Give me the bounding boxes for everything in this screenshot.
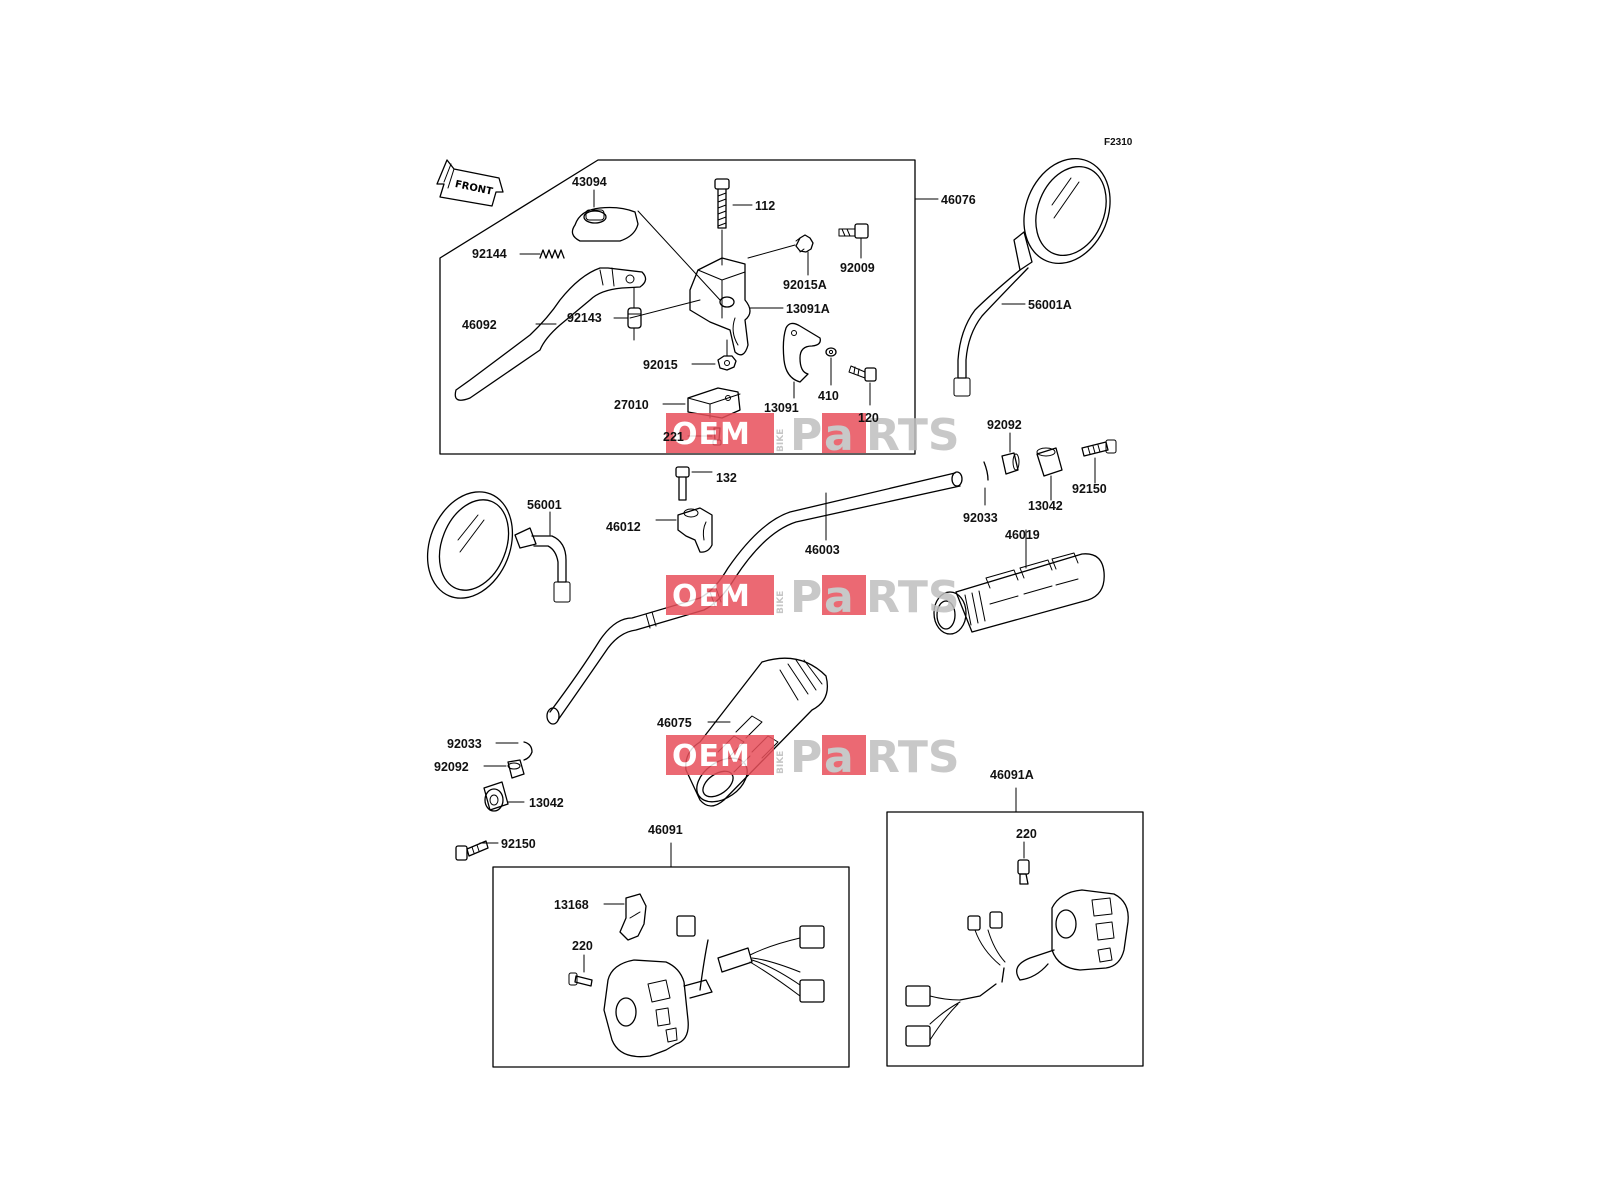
- screw-220-right: [1017, 859, 1030, 885]
- svg-text:RTS: RTS: [866, 410, 960, 461]
- front-label: FRONT: [454, 179, 494, 198]
- washer-410: [825, 347, 837, 357]
- screw-92009: [838, 223, 869, 239]
- weight-13042-left: [483, 781, 509, 812]
- right-handlebar-switch-46091a: [905, 889, 1129, 1047]
- label-43094: 43094: [572, 175, 607, 189]
- label-46091a: 46091A: [990, 768, 1034, 782]
- label-410: 410: [818, 389, 839, 403]
- label-92015a: 92015A: [783, 278, 827, 292]
- label-46019: 46019: [1005, 528, 1040, 542]
- svg-text:BIKE: BIKE: [776, 591, 786, 614]
- left-handlebar-switch-46091: [603, 915, 825, 1058]
- watermark-logo-1: OEM BIKE P a RTS: [666, 410, 960, 461]
- label-221: 221: [663, 430, 684, 444]
- right-mirror-56001a: [953, 157, 1111, 397]
- screw-220-left: [568, 972, 593, 987]
- label-92033-right: 92033: [963, 511, 998, 525]
- label-92144: 92144: [472, 247, 507, 261]
- label-46012: 46012: [606, 520, 641, 534]
- label-92015: 92015: [643, 358, 678, 372]
- svg-text:BIKE: BIKE: [776, 429, 786, 452]
- label-132: 132: [716, 471, 737, 485]
- clamp-13091: [782, 322, 821, 383]
- svg-text:RTS: RTS: [866, 572, 960, 623]
- right-switch-box: [886, 811, 1144, 1067]
- label-56001a: 56001A: [1028, 298, 1072, 312]
- label-220-right: 220: [1016, 827, 1037, 841]
- adjuster-92015a: [795, 234, 814, 253]
- label-92092-left: 92092: [434, 760, 469, 774]
- collar-92092-left: [507, 759, 525, 779]
- label-92150-left: 92150: [501, 837, 536, 851]
- label-13091a: 13091A: [786, 302, 830, 316]
- nut-92015: [717, 355, 737, 371]
- circlip-92033-right: [983, 461, 989, 481]
- bar-holder-46012: [677, 507, 713, 553]
- spring-92144: [519, 249, 565, 259]
- svg-text:RTS: RTS: [866, 732, 960, 783]
- label-56001: 56001: [527, 498, 562, 512]
- label-13168: 13168: [554, 898, 589, 912]
- label-13091: 13091: [764, 401, 799, 415]
- svg-text:OEM: OEM: [672, 417, 751, 452]
- watermark-logo-3: OEM BIKE P a RTS: [666, 732, 960, 783]
- right-grip-46019: [933, 552, 1105, 635]
- svg-text:P: P: [790, 410, 822, 461]
- lever-bracket-13091a: [689, 257, 751, 356]
- screw-92150-right: [1081, 439, 1117, 457]
- label-27010: 27010: [614, 398, 649, 412]
- label-112: 112: [755, 199, 775, 213]
- svg-text:P: P: [790, 572, 822, 623]
- svg-text:a: a: [824, 410, 854, 461]
- front-arrow-icon: FRONT: [436, 159, 504, 207]
- clutch-switch-27010: [687, 387, 741, 419]
- label-92143: 92143: [567, 311, 602, 325]
- label-46092: 46092: [462, 318, 497, 332]
- collar-92092-right: [1001, 452, 1020, 475]
- label-46091: 46091: [648, 823, 683, 837]
- watermark-logo-2: OEM BIKE P a RTS: [666, 572, 960, 623]
- label-220-left: 220: [572, 939, 593, 953]
- label-120: 120: [858, 411, 879, 425]
- svg-text:BIKE: BIKE: [776, 751, 786, 774]
- clamp-13168: [619, 893, 647, 941]
- lever-assembly-box: [439, 159, 916, 455]
- diagram-code: F2310: [1104, 137, 1133, 148]
- clutch-lever-46092: [454, 267, 647, 401]
- left-switch-box: [492, 866, 850, 1068]
- bolt-112: [714, 178, 730, 229]
- weight-13042-right: [1036, 447, 1063, 477]
- label-92033-left: 92033: [447, 737, 482, 751]
- label-46075: 46075: [657, 716, 692, 730]
- label-92092-right: 92092: [987, 418, 1022, 432]
- adjuster-cover-43094: [571, 206, 639, 242]
- svg-text:P: P: [790, 732, 822, 783]
- label-46003: 46003: [805, 543, 840, 557]
- label-13042-left: 13042: [529, 796, 564, 810]
- svg-text:a: a: [824, 572, 854, 623]
- label-92150-right: 92150: [1072, 482, 1107, 496]
- circlip-92033-left: [523, 741, 533, 761]
- bolt-132: [675, 466, 690, 501]
- svg-text:OEM: OEM: [672, 739, 751, 774]
- left-mirror-56001: [426, 491, 571, 603]
- screw-92150-left: [455, 840, 489, 861]
- svg-text:a: a: [824, 732, 854, 783]
- label-46076: 46076: [941, 193, 976, 207]
- bolt-120: [848, 365, 877, 382]
- label-92009: 92009: [840, 261, 875, 275]
- label-13042-right: 13042: [1028, 499, 1063, 513]
- svg-text:OEM: OEM: [672, 579, 751, 614]
